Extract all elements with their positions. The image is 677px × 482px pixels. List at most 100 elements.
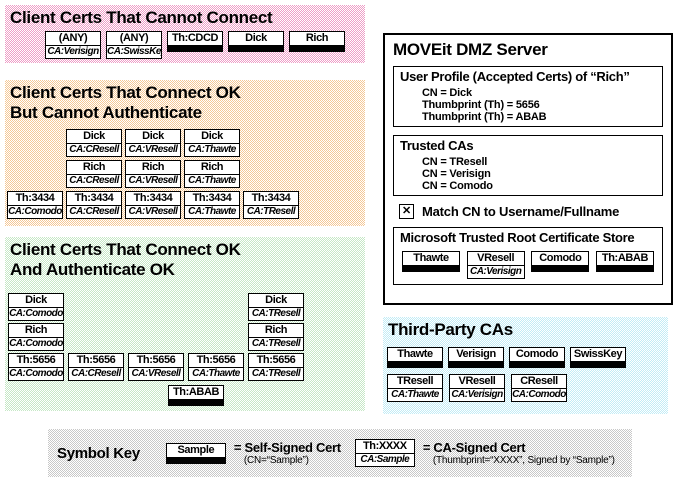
cert-ca-label: CA:CResell	[66, 206, 122, 219]
match-cn-label: Match CN to Username/Fullname	[422, 204, 620, 219]
section-title-line2: But Cannot Authenticate	[10, 103, 202, 122]
self-signed-cert-box: Dick	[228, 31, 284, 52]
self-signed-sample: Sample	[165, 442, 226, 464]
cert-cn-label: VResell	[466, 251, 525, 266]
user-profile-title: User Profile (Accepted Certs) of “Rich”	[400, 69, 630, 84]
cert-cn-label: Th:5656	[68, 353, 124, 368]
cert-cn-label: TResell	[387, 374, 443, 389]
self-signed-cert-box: Rich	[289, 31, 345, 52]
cert-cn-label: Rich	[66, 160, 122, 175]
self-signed-cert-box: Th:CDCD	[167, 31, 223, 52]
cert-cn-label: (ANY)	[45, 31, 101, 46]
cert-cn-label: CResell	[511, 374, 567, 389]
cert-cn-label: Th:ABAB	[595, 251, 654, 266]
detail-line: CN = Verisign	[422, 168, 491, 180]
self-signed-bar	[165, 457, 226, 464]
ca-signed-cert-box: (ANY)CA:SwissKey	[106, 31, 162, 59]
symbol-key: Symbol Key Sample = Self-Signed Cert (CN…	[48, 429, 632, 477]
cert-cn-label: Th:3434	[125, 191, 181, 206]
root-store-title: Microsoft Trusted Root Certificate Store	[400, 230, 635, 245]
cert-ca-label: CA:Verisign	[449, 389, 505, 402]
cert-cn-label: Th:3434	[184, 191, 240, 206]
self-signed-bar	[509, 362, 565, 368]
self-signed-cert-box: SwissKey	[570, 347, 626, 368]
section-title: Client Certs That Cannot Connect	[10, 8, 273, 27]
cert-cn-label: Th:ABAB	[168, 385, 224, 400]
cert-cn-label: Th:3434	[7, 191, 63, 206]
section-cannot-authenticate: Client Certs That Connect OK But Cannot …	[5, 80, 365, 226]
ca-signed-legend: = CA-Signed Cert (Thumbprint=“XXXX”, Sig…	[423, 440, 615, 466]
cert-ca-label: CA:Comodo	[8, 338, 64, 351]
self-signed-sublabel: (CN=“Sample”)	[243, 455, 309, 466]
cert-cn-label: Rich	[248, 323, 304, 338]
section-authenticate-ok: Client Certs That Connect OK And Authent…	[5, 237, 365, 411]
root-store-box: Microsoft Trusted Root Certificate Store…	[393, 227, 663, 285]
section-title-line1: Client Certs That Connect OK	[10, 240, 241, 259]
trusted-cas-title: Trusted CAs	[400, 138, 474, 153]
cert-ca-label: CA:TResell	[248, 368, 304, 381]
ca-signed-sublabel: (Thumbprint=“XXXX”, Signed by “Sample”)	[432, 455, 615, 466]
cert-cn-label: Th:3434	[66, 191, 122, 206]
self-signed-cert-box: Th:ABAB	[168, 385, 224, 406]
self-signed-cert-box: Thawte	[387, 347, 443, 368]
cert-ca-label: CA:Comodo	[7, 206, 63, 219]
self-signed-bar	[402, 266, 460, 272]
cert-cn-label: Dick	[248, 293, 304, 308]
section-title-line2: And Authenticate OK	[10, 260, 175, 279]
cert-ca-label: CA:Sample	[354, 454, 415, 467]
cert-cn-label: Th:3434	[243, 191, 299, 206]
cert-cn-label: Comodo	[531, 251, 590, 266]
self-signed-cert-box: Thawte	[402, 251, 460, 272]
cert-ca-label: CA:Thawte	[184, 175, 240, 188]
cert-ca-label: CA:Thawte	[387, 389, 443, 402]
cert-ca-label: CA:Thawte	[184, 144, 240, 157]
section-title-line1: Client Certs That Connect OK	[10, 83, 241, 102]
cert-ca-label: CA:SwissKey	[106, 46, 162, 59]
cert-cn-label: Sample	[165, 442, 226, 458]
cert-row: Th:ABAB	[168, 385, 365, 406]
cert-cn-label: Th:CDCD	[167, 31, 223, 46]
cert-cn-label: Dick	[228, 31, 284, 46]
self-signed-legend: = Self-Signed Cert (CN=“Sample”)	[234, 440, 341, 466]
cert-cn-label: Th:5656	[248, 353, 304, 368]
cert-cn-label: Th:5656	[8, 353, 64, 368]
detail-line: Thumbprint (Th) = ABAB	[422, 111, 547, 123]
self-signed-bar	[168, 400, 224, 406]
self-signed-bar	[448, 362, 504, 368]
cert-ca-label: CA:TResell	[248, 338, 304, 351]
cert-cn-label: Rich	[125, 160, 181, 175]
cert-ca-label: CA:Thawte	[184, 206, 240, 219]
cert-ca-label: CA:VResell	[125, 175, 181, 188]
self-signed-cert-box: Comodo	[531, 251, 590, 272]
detail-line: CN = Comodo	[422, 180, 493, 192]
cert-cn-label: Rich	[289, 31, 345, 46]
self-signed-bar	[387, 362, 443, 368]
cert-ca-label: CA:Comodo	[511, 389, 567, 402]
self-signed-cert-box: Verisign	[448, 347, 504, 368]
cert-cn-label: Dick	[8, 293, 64, 308]
self-signed-bar	[289, 46, 345, 52]
